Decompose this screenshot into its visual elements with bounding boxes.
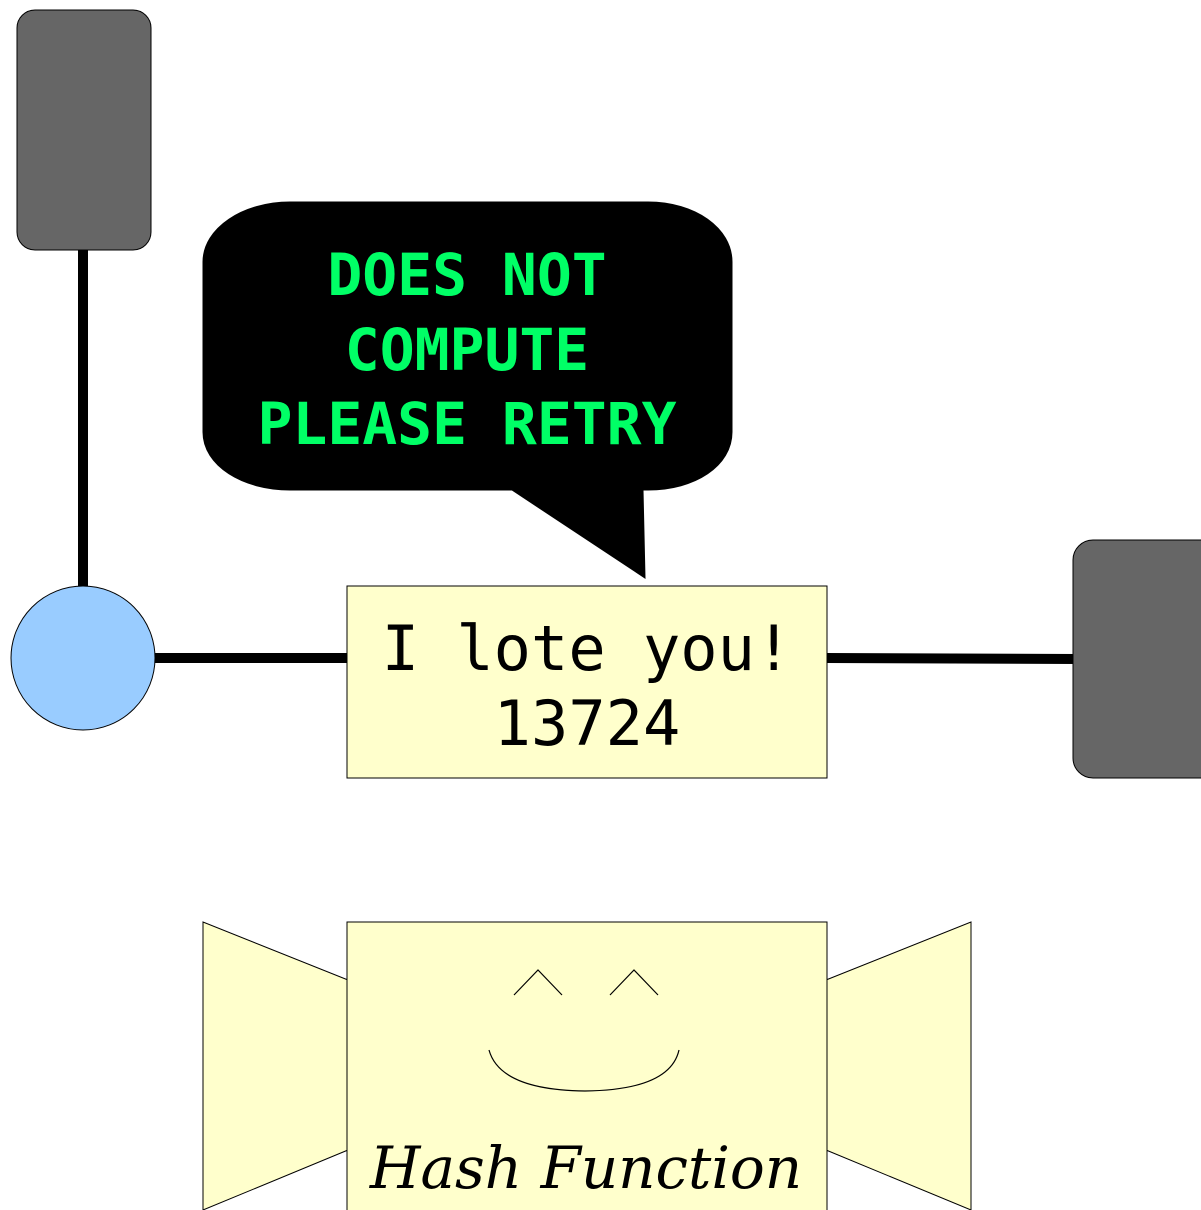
hash-function-label: Hash Function (369, 1134, 802, 1202)
router-node (10, 585, 156, 731)
message-box-shape (346, 585, 828, 779)
speech-bubble-shape (202, 201, 733, 579)
speech-bubble: DOES NOT COMPUTE PLEASE RETRY (202, 201, 733, 579)
hash-function-character: Hash Function (202, 921, 972, 1210)
message-box: I lote you! 13724 (346, 585, 828, 779)
device-top-left (16, 9, 152, 251)
hash-function-body (346, 921, 828, 1210)
bubble-line-2: COMPUTE (345, 316, 589, 384)
bubble-line-1: DOES NOT (327, 241, 606, 309)
bubble-line-3: PLEASE RETRY (257, 390, 676, 458)
message-text: I lote you! (382, 612, 793, 685)
hash-function-left-eye (513, 969, 563, 996)
hash-function-right-wing (825, 921, 972, 1210)
hash-function-right-eye (609, 969, 659, 996)
hash-function-smile (488, 1049, 680, 1092)
message-hash: 13724 (494, 687, 681, 760)
device-right (1072, 539, 1201, 779)
wire-message-to-device (825, 653, 1079, 664)
hash-function-left-wing (202, 921, 349, 1210)
